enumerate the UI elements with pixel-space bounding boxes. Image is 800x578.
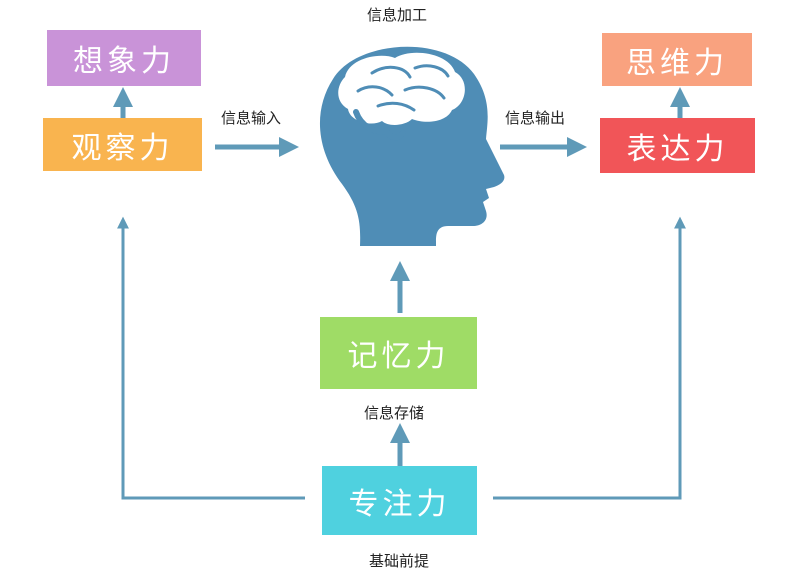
- memory-box: 记忆力: [320, 317, 477, 389]
- info-output-label: 信息输出: [505, 109, 566, 127]
- expression-box: 表达力: [600, 118, 755, 173]
- head-icon: [319, 46, 505, 247]
- attention-to-observation-connector: [117, 216, 305, 500]
- attention-to-expression-connector: [493, 216, 686, 500]
- info-input-label: 信息输入: [221, 109, 282, 127]
- imagination-box: 想象力: [47, 30, 201, 86]
- info-storage-label: 信息存储: [364, 404, 425, 422]
- attention-box: 专注力: [322, 466, 477, 535]
- thinking-box: 思维力: [602, 33, 752, 86]
- observation-box: 观察力: [43, 118, 202, 171]
- foundation-label: 基础前提: [369, 552, 430, 570]
- info-processing-label: 信息加工: [367, 6, 428, 24]
- brain-icon: [338, 52, 465, 125]
